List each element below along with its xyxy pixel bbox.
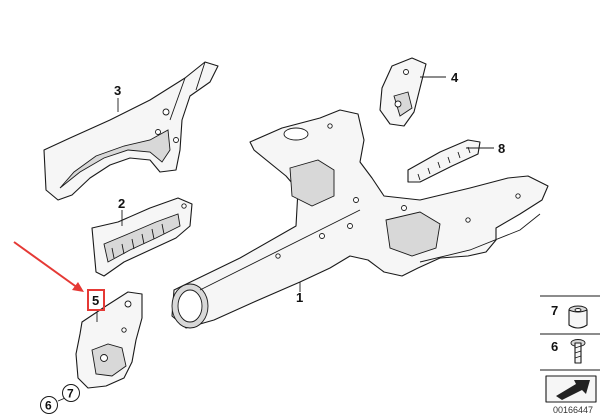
part-4-bracket[interactable] bbox=[379, 57, 427, 127]
callout-5: 5 bbox=[92, 293, 99, 308]
legend-number-7: 7 bbox=[551, 303, 558, 318]
callout-8: 8 bbox=[498, 141, 505, 156]
part-5-lower-bracket[interactable] bbox=[75, 291, 143, 389]
callout-3: 3 bbox=[114, 83, 121, 98]
callout-2: 2 bbox=[118, 196, 125, 211]
callout-4: 4 bbox=[451, 70, 459, 85]
part-2-side-member-bracket[interactable] bbox=[91, 197, 193, 277]
callout-7: 7 bbox=[67, 387, 74, 401]
callout-1: 1 bbox=[296, 290, 303, 305]
parts-legend: 7 6 00166447 bbox=[540, 295, 600, 415]
part-8-reinforcement[interactable] bbox=[407, 139, 481, 183]
rubber-bushing-icon bbox=[568, 305, 588, 329]
highlight-arrow bbox=[13, 241, 84, 292]
callout-circle-6: 6 bbox=[40, 396, 58, 414]
callout-circle-7: 7 bbox=[62, 384, 80, 402]
callout-6: 6 bbox=[45, 399, 52, 413]
direction-arrow-icon bbox=[545, 375, 597, 403]
part-3-wheel-arch[interactable] bbox=[43, 61, 219, 201]
clip-screw-icon bbox=[570, 339, 586, 364]
document-id: 00166447 bbox=[553, 405, 593, 415]
highlight-box bbox=[87, 289, 105, 311]
part-1-engine-carrier[interactable] bbox=[171, 109, 549, 329]
legend-number-6: 6 bbox=[551, 339, 558, 354]
